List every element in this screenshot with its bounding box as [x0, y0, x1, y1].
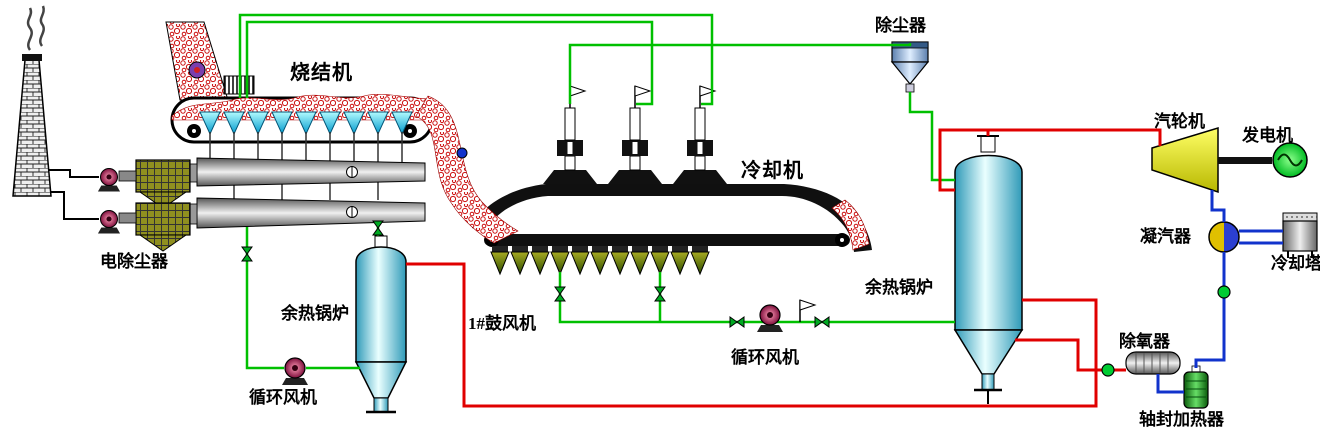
water-pipe-condensate-b — [1194, 298, 1226, 368]
boiler-shell — [954, 154, 1023, 331]
chimney — [12, 54, 52, 197]
steam-pipes — [406, 128, 1162, 408]
label-esp: 电除尘器 — [100, 251, 169, 271]
boiler-cone — [953, 329, 1024, 375]
cooler-hopper — [590, 245, 610, 275]
valve-icon — [554, 286, 566, 302]
boiler-outlet — [981, 373, 995, 391]
turbine-shaft — [1218, 157, 1272, 164]
wind-duct-lower — [196, 197, 426, 229]
cooler-belt-bottom — [484, 234, 850, 246]
cooler-hopper — [550, 245, 570, 275]
circulating-fan-left-icon — [281, 357, 309, 386]
electrostatic-precipitator — [97, 159, 191, 252]
label-circ-fan-left: 循环风机 — [249, 387, 317, 407]
generator — [1272, 142, 1308, 178]
gas-pipe-dust-to-boiler — [908, 92, 955, 182]
label-steam-turbine: 汽轮机 — [1154, 111, 1205, 131]
instrument-gauge-icon — [346, 166, 358, 218]
duct-connector — [189, 163, 198, 183]
steam-pipe-main — [986, 128, 1162, 146]
feed-chute — [165, 21, 229, 101]
valve-icon — [729, 316, 745, 328]
cooler-hopper — [610, 245, 630, 275]
waste-heat-boiler-left — [354, 235, 408, 414]
esp-body-2 — [135, 202, 191, 236]
sintering-machine — [170, 61, 434, 200]
valve-icon — [814, 316, 830, 328]
boiler-shell — [355, 246, 407, 363]
gas-pipe-to-dust-collector — [568, 43, 912, 104]
cooler-hopper — [650, 245, 670, 275]
cooler-hopper — [490, 245, 510, 275]
label-circ-fan-right: 循环风机 — [731, 347, 799, 367]
gas-pipe-hood-header-1 — [238, 13, 714, 106]
damper-valve-stack — [542, 107, 598, 185]
cooling-tower — [1282, 212, 1318, 258]
deflector-wheel-icon — [456, 147, 468, 159]
water-pipe-heater-to-deaerator — [1156, 374, 1184, 394]
gas-pipe-duct-to-fan-left — [245, 227, 284, 370]
flag-icon — [799, 299, 816, 323]
label-whb-left: 余热锅炉 — [280, 303, 349, 323]
valve-icon — [241, 246, 253, 262]
label-sintering-machine: 烧结机 — [290, 60, 353, 84]
steam-pipe-boiler-left — [406, 262, 1098, 408]
damper-valve-stack — [672, 107, 728, 185]
dust-collector — [890, 41, 930, 93]
cooler-hopper — [670, 245, 690, 275]
gas-pipe-hood-header-2 — [245, 20, 654, 106]
esp-body-1 — [135, 159, 191, 193]
steam-pipe-feedwater — [1015, 338, 1126, 372]
esp-fan-icon — [97, 167, 121, 192]
cooler-discharge-ore — [831, 199, 870, 251]
damper-valve-stack — [607, 107, 663, 185]
condensate-pump-icon — [1217, 285, 1231, 299]
valve-icon — [654, 286, 666, 302]
label-blower-1: 1#鼓风机 — [468, 313, 536, 333]
label-condenser: 凝汽器 — [1140, 226, 1192, 246]
boiler-cone — [354, 361, 408, 399]
feed-pump-icon — [1101, 363, 1115, 377]
cooler-machine — [415, 85, 872, 275]
water-pipes — [1156, 190, 1283, 394]
label-generator: 发电机 — [1241, 125, 1293, 145]
waste-heat-boiler-right — [953, 135, 1024, 392]
cooler-hopper — [570, 245, 590, 275]
label-gland-seal-heater: 轴封加热器 — [1139, 409, 1225, 429]
valve-icon — [372, 220, 384, 236]
deaerator — [1125, 351, 1181, 375]
sinter-transfer-chute — [415, 95, 519, 244]
gland-seal-heater — [1183, 365, 1209, 409]
steam-turbine — [1151, 126, 1219, 194]
esp-hopper-2 — [138, 234, 188, 252]
label-whb-right: 余热锅炉 — [864, 277, 933, 297]
cooler-hopper — [530, 245, 550, 275]
esp-fan-icon — [97, 209, 121, 234]
circulating-fan-right-icon — [756, 304, 784, 333]
water-pipe-turbine-exhaust — [1210, 190, 1226, 222]
duct-connector — [189, 203, 198, 225]
condenser — [1208, 221, 1240, 253]
label-deaerator: 除氧器 — [1119, 331, 1171, 351]
esp-hopper-1 — [138, 191, 188, 209]
label-dust-collector: 除尘器 — [875, 15, 927, 35]
wind-duct-upper — [196, 157, 426, 187]
flue-duct-lines — [48, 169, 99, 220]
cooler-hopper — [630, 245, 650, 275]
label-cooler: 冷却机 — [741, 158, 804, 182]
smoke-icon — [26, 5, 45, 51]
label-cooling-tower: 冷却塔 — [1271, 253, 1320, 273]
cooler-hopper — [510, 245, 530, 275]
cooler-hopper — [690, 245, 710, 275]
generator-wave-icon — [1277, 153, 1303, 167]
boiler-steam-stub — [980, 135, 996, 153]
flag-icon — [569, 85, 586, 109]
steam-pipe-drum-loop — [938, 128, 988, 192]
wind-ducts — [189, 157, 426, 229]
boiler-outlet — [373, 397, 389, 413]
